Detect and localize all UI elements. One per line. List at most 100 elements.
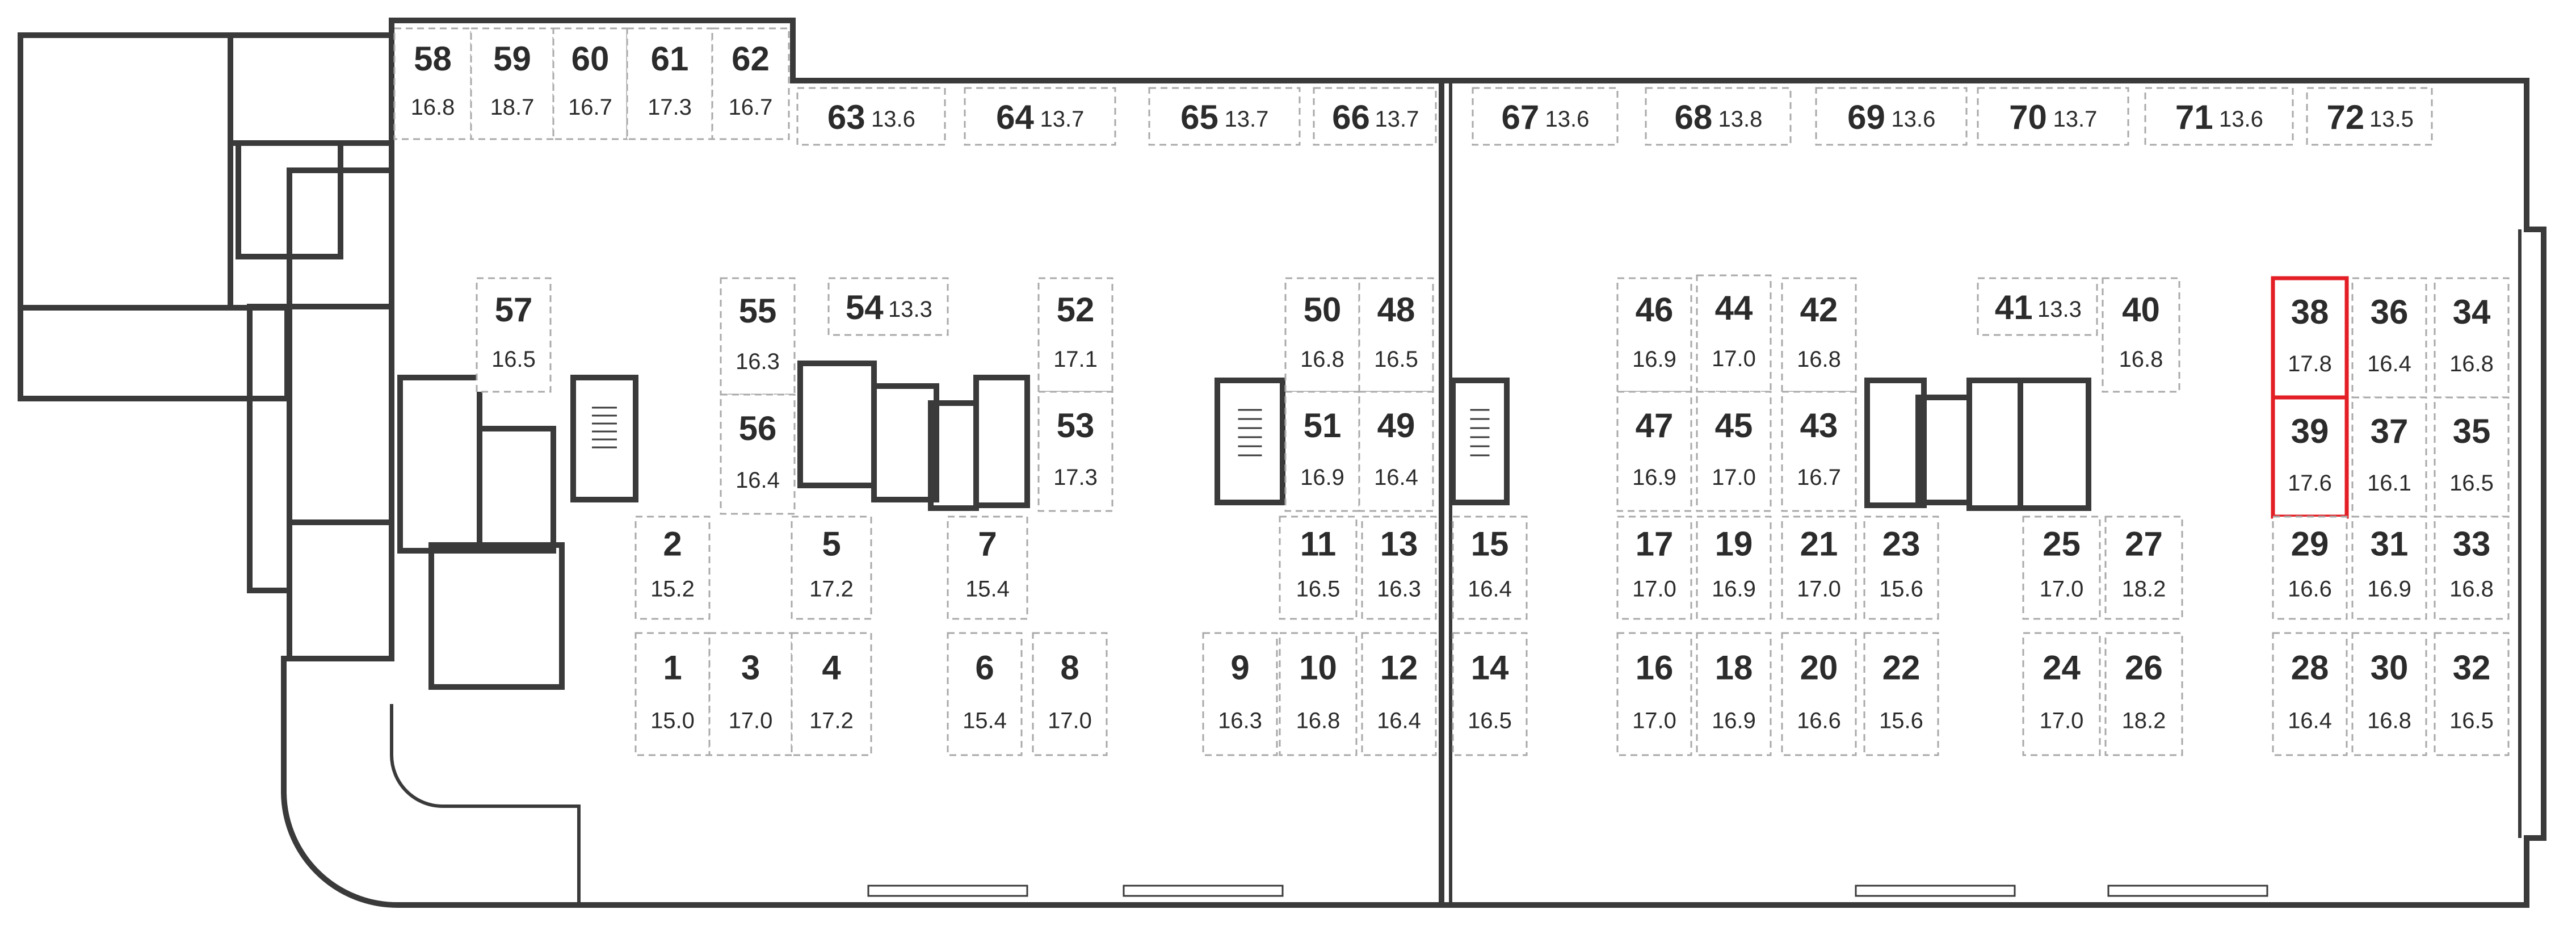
parking-space-area: 16.5 [1374,347,1418,372]
parking-space-1[interactable]: 115.0 [634,632,711,756]
parking-space-outline [2022,516,2101,620]
parking-space-area: 18.2 [2122,709,2166,734]
parking-space-number: 67 [1502,98,1540,136]
parking-space-outline [791,516,872,620]
parking-space-area: 16.6 [1797,709,1841,734]
parking-space-number: 44 [1715,289,1753,327]
parking-space-number: 46 [1636,291,1674,329]
parking-space-number: 71 [2175,98,2213,136]
parking-space-5[interactable]: 517.2 [791,516,872,620]
parking-space-number: 54 [846,288,884,326]
parking-space-2[interactable]: 215.2 [634,516,711,620]
parking-space-number: 69 [1847,98,1885,136]
parking-space-number: 22 [1882,649,1921,687]
parking-space-area: 13.5 [2369,107,2414,132]
parking-space-3[interactable]: 317.0 [708,632,793,756]
parking-space-number: 26 [2125,649,2163,687]
parking-space-8[interactable]: 817.0 [1032,632,1108,756]
parking-space-area: 16.9 [1300,465,1344,490]
parking-space-area: 17.3 [648,95,692,120]
parking-space-number: 6 [975,649,994,687]
parking-space-number: 7 [978,525,997,563]
parking-space-number: 38 [2291,293,2329,331]
parking-space-number: 66 [1332,98,1370,136]
parking-space-outline [1977,277,2098,336]
parking-space-outline [1977,87,2129,146]
parking-space-4[interactable]: 417.2 [791,632,872,756]
parking-space-26[interactable]: 26 18.2 [2104,632,2183,756]
parking-space-20[interactable]: 20 16.6 [1781,632,1857,756]
parking-space-9[interactable]: 916.3 [1202,632,1278,756]
parking-space-number: 49 [1377,407,1415,445]
parking-space-area: 16.8 [2367,709,2411,734]
parking-space-outline [1645,87,1792,146]
parking-space-area: 15.4 [965,576,1010,601]
parking-space-outline [634,632,711,756]
parking-space-6[interactable]: 615.4 [947,632,1023,756]
parking-space-number: 20 [1800,649,1838,687]
parking-space-7[interactable]: 715.4 [947,516,1028,620]
